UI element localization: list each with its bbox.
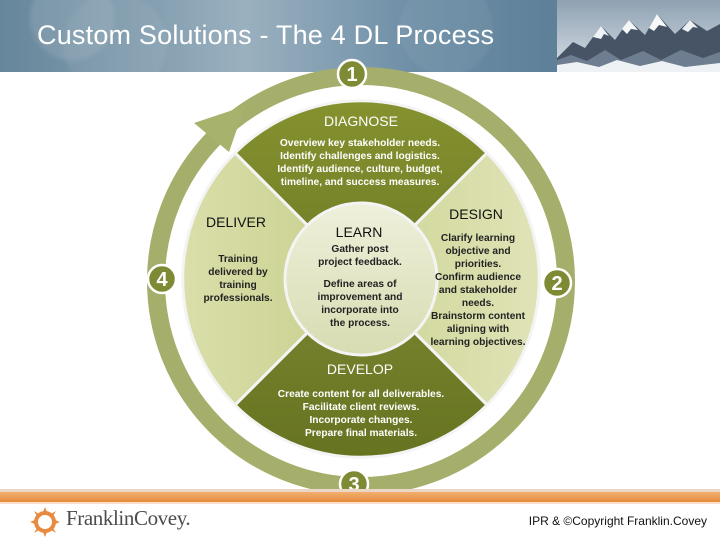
develop-quadrant [232, 276, 490, 459]
diagnose-title: DIAGNOSE [324, 113, 398, 129]
design-line-6: needs. [462, 298, 494, 309]
design-line-5: and stakeholder [439, 285, 517, 296]
learn-line-5: incorporate into [321, 305, 399, 316]
learn-line-3: Define areas of [323, 279, 397, 290]
learn-center-circle [283, 201, 439, 357]
franklin-covey-logo-icon [29, 506, 61, 538]
footer-bar [0, 489, 720, 504]
deliver-line-1: Training [218, 254, 258, 265]
design-line-4: Confirm audience [435, 272, 521, 283]
design-line-7: Brainstorm content [431, 311, 526, 322]
copyright-text: IPR & ©Copyright Franklin.Covey [528, 514, 707, 528]
brand-name: FranklinCovey. [66, 506, 191, 530]
step-marker-4: 4 [146, 263, 178, 295]
develop-title: DEVELOP [327, 361, 393, 377]
develop-line-2: Facilitate client reviews. [303, 402, 420, 413]
design-line-9: learning objectives. [430, 337, 525, 348]
step-marker-2: 2 [541, 267, 573, 299]
step-marker-1: 1 [336, 58, 368, 90]
page-title: Custom Solutions - The 4 DL Process [37, 20, 495, 50]
develop-line-4: Prepare final materials. [305, 428, 417, 439]
develop-line-1: Create content for all deliverables. [278, 389, 445, 400]
design-line-3: priorities. [455, 259, 502, 270]
design-line-2: objective and [445, 246, 510, 257]
design-title: DESIGN [449, 206, 503, 222]
mountain-image [557, 0, 720, 72]
header-banner: Custom Solutions - The 4 DL Process [0, 0, 720, 72]
learn-line-2: project feedback. [318, 257, 402, 268]
deliver-title: DELIVER [206, 214, 266, 230]
step-number-3: 3 [348, 474, 359, 496]
deliver-quadrant [181, 150, 364, 408]
develop-line-3: Incorporate changes. [309, 415, 412, 426]
diagnose-quadrant [232, 99, 490, 282]
mountain-photo [557, 0, 720, 72]
logo-mark-icon [30, 507, 60, 537]
cycle-arrow-head [194, 106, 245, 152]
diagnose-line-3: Identify audience, culture, budget, [277, 164, 442, 175]
design-quadrant [358, 150, 541, 408]
deliver-line-2: delivered by [208, 267, 268, 278]
design-line-8: aligning with [447, 324, 509, 335]
step-number-1: 1 [346, 64, 357, 86]
diagnose-line-4: timeline, and success measures. [281, 177, 440, 188]
learn-line-4: improvement and [318, 292, 403, 303]
deliver-line-4: professionals. [203, 293, 272, 304]
diagnose-line-2: Identify challenges and logistics. [280, 151, 440, 162]
step-number-2: 2 [551, 273, 562, 295]
diagnose-line-1: Overview key stakeholder needs. [280, 138, 440, 149]
step-number-4: 4 [156, 269, 168, 291]
learn-line-1: Gather post [331, 244, 389, 255]
learn-line-6: the process. [330, 318, 390, 329]
design-line-1: Clarify learning [441, 233, 515, 244]
learn-title: LEARN [336, 224, 383, 240]
deliver-line-3: training [219, 280, 256, 291]
